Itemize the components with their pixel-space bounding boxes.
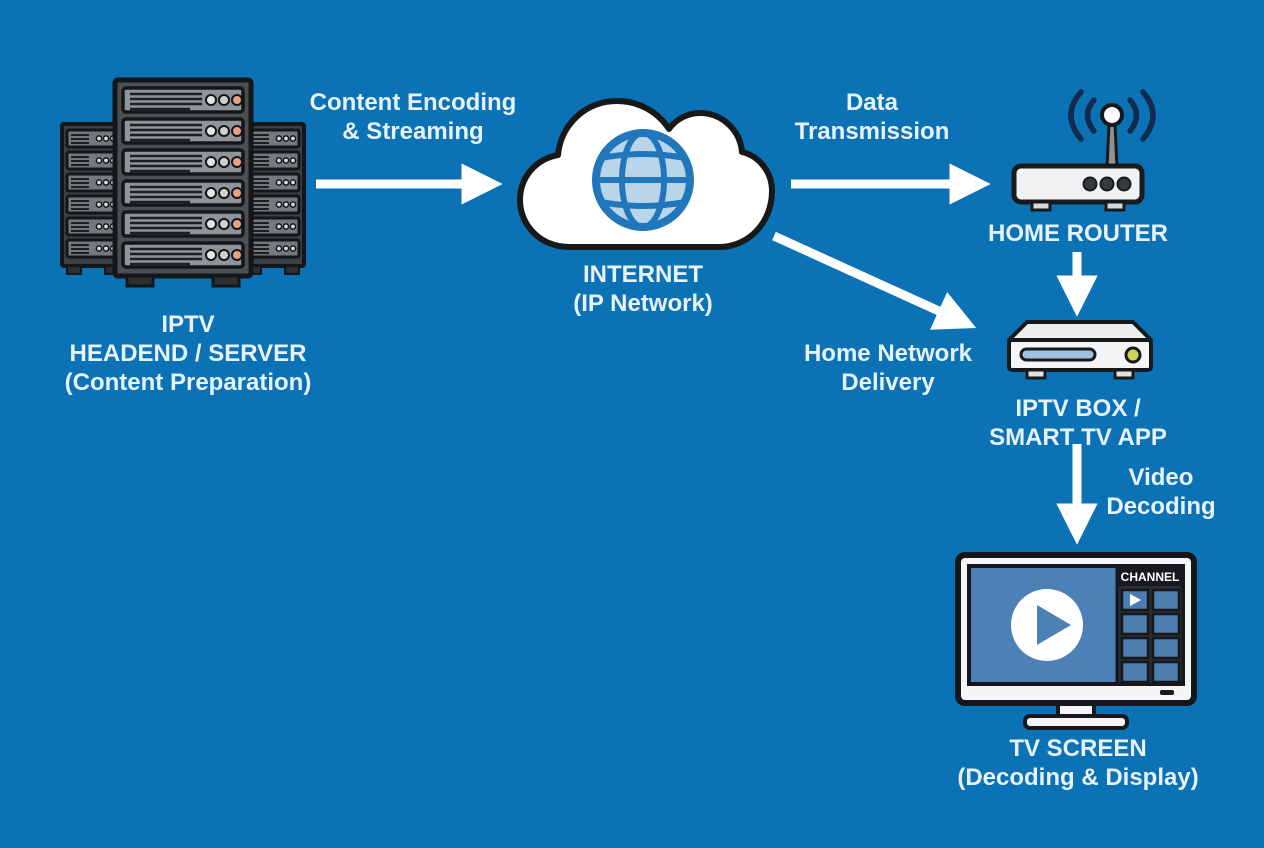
node-label-line: HEADEND / SERVER [69, 340, 307, 367]
set-top-box-icon [1005, 318, 1155, 384]
wifi-router-icon [1008, 88, 1156, 213]
router-antenna [1105, 122, 1119, 170]
channel-header-label: CHANNEL [1121, 570, 1180, 584]
edge-label-line: Decoding [1106, 493, 1216, 520]
node-label-iptv-box: IPTV BOX / SMART TV APP [989, 394, 1167, 452]
node-label-router: HOME ROUTER [988, 219, 1168, 248]
server-rack-center [112, 77, 254, 288]
node-label-line: SMART TV APP [989, 424, 1167, 451]
node-label-line: HOME ROUTER [988, 220, 1168, 247]
router-leds [1082, 176, 1132, 192]
tv-base [1023, 714, 1129, 730]
router-foot [1104, 200, 1126, 212]
wifi-waves-icon [1068, 89, 1156, 142]
node-label-server: IPTV HEADEND / SERVER (Content Preparati… [65, 310, 312, 397]
cloud-internet-icon [508, 82, 778, 254]
tv-power-led [1160, 690, 1174, 695]
edge-label-data-transmission: Data Transmission [795, 88, 950, 146]
globe-icon [592, 129, 694, 231]
box-foot [1113, 368, 1135, 380]
edge-label-line: Video [1128, 464, 1194, 491]
edge-label-line: Data [845, 89, 899, 116]
node-label-tv: TV SCREEN (Decoding & Display) [957, 734, 1198, 792]
edge-label-line: & Streaming [342, 118, 484, 145]
node-label-line: IPTV [161, 311, 215, 338]
node-label-line: TV SCREEN [1009, 735, 1147, 762]
disc-slot [1019, 347, 1097, 362]
server-rack-left [60, 122, 126, 275]
node-label-line: INTERNET [583, 261, 703, 288]
node-label-line: (Decoding & Display) [957, 764, 1199, 791]
channel-play-icon [1130, 594, 1141, 606]
edge-label-line: Home Network [803, 340, 973, 367]
router-body [1011, 163, 1145, 205]
edge-label-line: Transmission [794, 118, 950, 145]
play-triangle-icon [1037, 605, 1071, 645]
server-rack-icon [57, 76, 309, 290]
tv-screen-icon: CHANNEL [955, 552, 1197, 730]
box-foot [1025, 368, 1047, 380]
node-label-line: IPTV BOX / [1015, 395, 1141, 422]
node-label-line: (IP Network) [573, 290, 713, 317]
antenna-tip [1100, 103, 1124, 127]
node-label-internet: INTERNET (IP Network) [573, 260, 713, 318]
power-led [1124, 346, 1142, 364]
edge-label-line: Delivery [841, 369, 935, 396]
box-top [1007, 320, 1153, 342]
node-label-line: (Content Preparation) [64, 369, 312, 396]
edge-label-video-decoding: Video Decoding [1106, 463, 1215, 521]
edge-label-line: Content Encoding [309, 89, 517, 116]
router-foot [1030, 200, 1052, 212]
edge-label-content-encoding: Content Encoding & Streaming [310, 88, 517, 146]
channel-panel: CHANNEL [1115, 564, 1185, 686]
arrow-internet-to-box [772, 231, 977, 330]
edge-label-home-network: Home Network Delivery [804, 339, 972, 397]
